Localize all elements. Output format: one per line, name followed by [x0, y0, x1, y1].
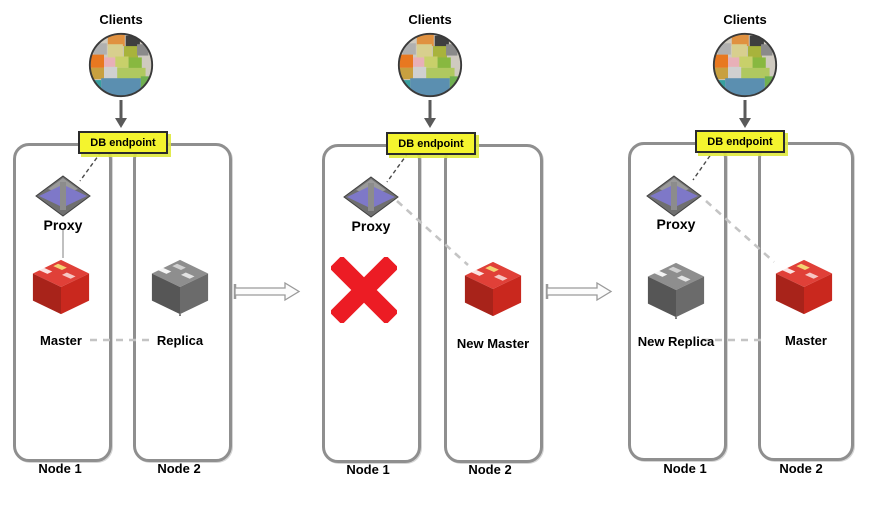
new-master-db-icon	[462, 260, 524, 318]
panel3-node2-label: Node 2	[779, 461, 823, 476]
panel3-clients-label: Clients	[723, 12, 767, 27]
panel1-node1-db-label: Master	[40, 333, 82, 348]
clients-photo-icon	[711, 31, 779, 99]
down-arrow-icon	[113, 99, 129, 129]
panel3-proxy-label: Proxy	[656, 216, 696, 232]
down-arrow-icon	[737, 99, 753, 129]
panel3-db-endpoint: DB endpoint	[695, 130, 785, 153]
master-db-icon	[773, 258, 835, 316]
panel1-proxy-label: Proxy	[43, 217, 83, 233]
panel3-node1-db-label: New Replica	[637, 334, 715, 349]
proxy-icon	[343, 176, 399, 218]
panel1-clients-label: Clients	[99, 12, 143, 27]
panel2-node2-label: Node 2	[468, 462, 512, 477]
panel2-db-endpoint: DB endpoint	[386, 132, 476, 155]
failed-master-x-icon	[331, 257, 397, 323]
clients-photo-icon	[396, 31, 464, 99]
panel2-proxy-label: Proxy	[351, 218, 391, 234]
transition-arrow-icon	[545, 279, 613, 304]
panel3-node2-db-label: Master	[785, 333, 827, 348]
new-replica-db-icon	[645, 261, 707, 319]
clients-photo-icon	[87, 31, 155, 99]
panel1-node1-label: Node 1	[38, 461, 82, 476]
replica-db-icon	[149, 258, 211, 316]
proxy-icon	[35, 175, 91, 217]
panel2-node1-label: Node 1	[346, 462, 390, 477]
down-arrow-icon	[422, 99, 438, 129]
master-db-icon	[30, 258, 92, 316]
proxy-icon	[646, 175, 702, 217]
panel1-node2-db-label: Replica	[156, 333, 204, 348]
panel2-node2-db-label: New Master	[456, 336, 530, 351]
panel1-db-endpoint: DB endpoint	[78, 131, 168, 154]
panel1-node2-label: Node 2	[157, 461, 201, 476]
transition-arrow-icon	[233, 279, 301, 304]
panel3-node1-label: Node 1	[663, 461, 707, 476]
panel2-clients-label: Clients	[408, 12, 452, 27]
